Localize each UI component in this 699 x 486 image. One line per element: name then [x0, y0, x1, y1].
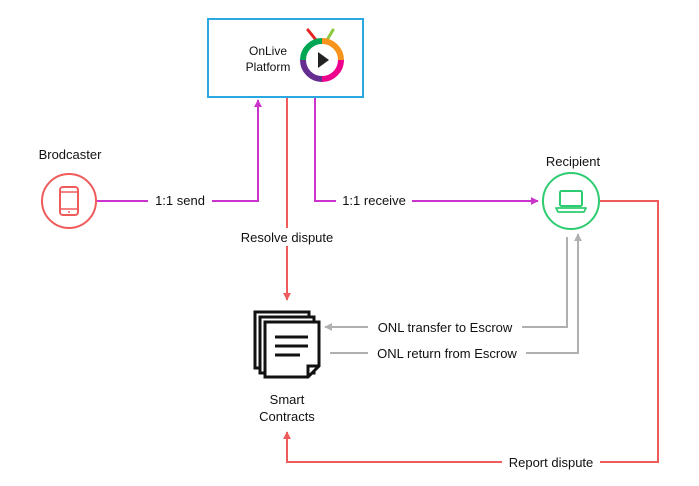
platform-title-line2: Platform: [246, 60, 291, 74]
broadcaster-node: Brodcaster: [39, 147, 103, 229]
laptop-icon: [555, 190, 587, 213]
edge-transfer: [324, 237, 568, 331]
platform-node: OnLive Platform: [207, 18, 364, 98]
recipient-node: Recipient: [542, 154, 601, 230]
edge-send: [97, 99, 262, 202]
edge-report: [283, 200, 659, 463]
send-label: 1:1 send: [155, 193, 205, 208]
receive-label: 1:1 receive: [342, 193, 406, 208]
contracts-label-line2: Contracts: [259, 409, 315, 424]
document-stack-icon: [253, 310, 321, 379]
edge-receive: [314, 97, 539, 205]
contracts-label-line1: Smart: [270, 392, 305, 407]
platform-title-line1: OnLive: [249, 44, 287, 58]
contracts-node: Smart Contracts: [253, 310, 321, 424]
return-label: ONL return from Escrow: [377, 346, 517, 361]
resolve-label: Resolve dispute: [241, 230, 334, 245]
report-label: Report dispute: [509, 455, 594, 470]
recipient-label: Recipient: [546, 154, 601, 169]
transfer-label: ONL transfer to Escrow: [378, 320, 513, 335]
phone-icon: [59, 186, 79, 216]
broadcaster-label: Brodcaster: [39, 147, 103, 162]
onlive-logo-icon: [300, 28, 344, 82]
